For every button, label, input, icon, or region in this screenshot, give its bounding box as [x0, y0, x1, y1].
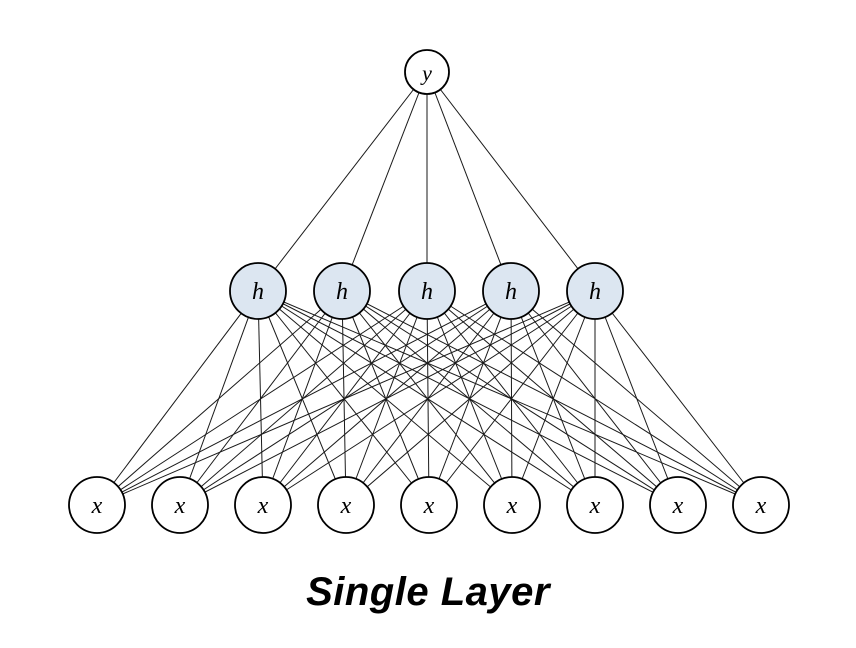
input-node-x-label: x [257, 493, 269, 519]
hidden-node-h-circle [566, 262, 624, 320]
hidden-node-h: h [566, 262, 624, 320]
edge [341, 290, 430, 506]
edge [341, 290, 762, 506]
input-node-x-circle [317, 476, 375, 534]
diagram-caption: Single Layer [306, 570, 550, 614]
edge [262, 290, 596, 506]
edge [257, 71, 428, 292]
edge [345, 290, 596, 506]
edges-output-to-hidden [257, 71, 596, 292]
input-node-x-circle [234, 476, 292, 534]
hidden-node-h-circle [482, 262, 540, 320]
input-node-x-circle [566, 476, 624, 534]
input-node-x: x [649, 476, 707, 534]
hidden-node-h-circle [313, 262, 371, 320]
input-node-x-label: x [423, 493, 435, 519]
input-node-x: x [68, 476, 126, 534]
input-node-x-circle [483, 476, 541, 534]
edge [96, 290, 343, 506]
input-node-x: x [732, 476, 790, 534]
input-node-x: x [234, 476, 292, 534]
edge [594, 290, 762, 506]
edge [428, 290, 596, 506]
input-node-x: x [317, 476, 375, 534]
input-node-x: x [151, 476, 209, 534]
hidden-node-h: h [313, 262, 371, 320]
edge [341, 71, 428, 292]
edge [179, 290, 343, 506]
input-node-x: x [483, 476, 541, 534]
edge [96, 290, 596, 506]
edge [341, 290, 347, 506]
input-node-x-label: x [672, 493, 684, 519]
edge [341, 290, 679, 506]
edge [96, 290, 259, 506]
hidden-node-h-circle [398, 262, 456, 320]
hidden-node-h-label: h [336, 279, 348, 305]
edge [179, 290, 596, 506]
edge [341, 290, 513, 506]
edge [96, 290, 428, 506]
input-node-x-circle [732, 476, 790, 534]
output-node-y: y [404, 49, 450, 95]
input-node-x-circle [68, 476, 126, 534]
input-node-x-label: x [589, 493, 601, 519]
input-node-x-label: x [506, 493, 518, 519]
edge [594, 290, 679, 506]
edge [511, 290, 596, 506]
input-node-x-label: x [755, 493, 767, 519]
hidden-node-h: h [398, 262, 456, 320]
input-node-x-label: x [340, 493, 352, 519]
input-node-x: x [400, 476, 458, 534]
edge [96, 290, 512, 506]
hidden-node-h-label: h [421, 279, 433, 305]
input-node-x: x [566, 476, 624, 534]
edge [262, 290, 343, 506]
input-node-x-label: x [174, 493, 186, 519]
edge [426, 71, 512, 292]
output-node-y-label: y [420, 61, 432, 86]
output-node-y-circle [404, 49, 450, 95]
hidden-node-h: h [482, 262, 540, 320]
input-node-x-circle [151, 476, 209, 534]
hidden-node-h: h [229, 262, 287, 320]
input-node-x-label: x [91, 493, 103, 519]
edge [426, 71, 596, 292]
input-node-x-circle [400, 476, 458, 534]
hidden-node-h-label: h [589, 279, 601, 305]
edge [341, 290, 596, 506]
input-node-x-circle [649, 476, 707, 534]
edges-hidden-to-input [96, 290, 762, 506]
hidden-node-h-circle [229, 262, 287, 320]
hidden-node-h-label: h [252, 279, 264, 305]
hidden-node-h-label: h [505, 279, 517, 305]
